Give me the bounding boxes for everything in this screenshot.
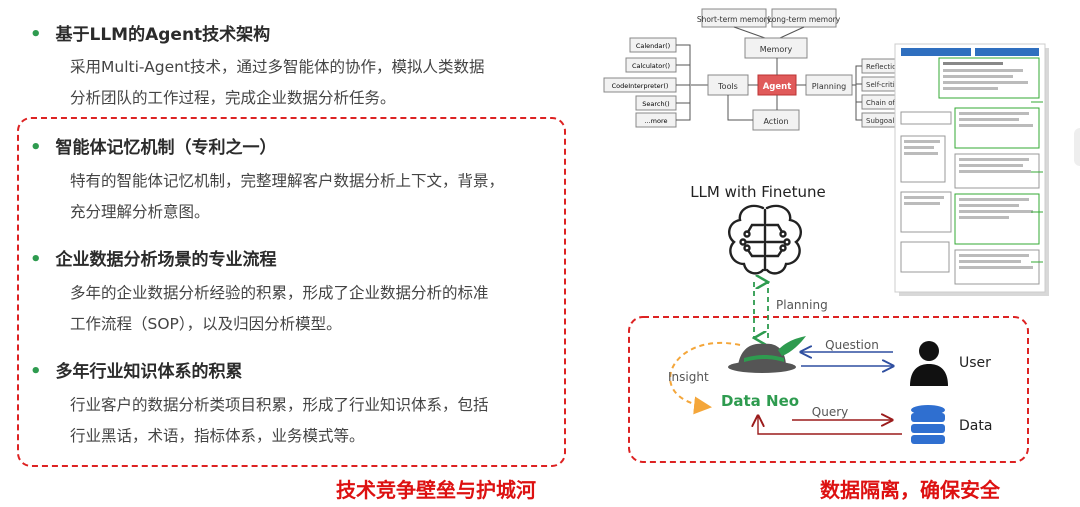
question-label: Question (825, 338, 879, 352)
data-neo-flow-diagram: LLM with Finetune Planning Insight Data … (628, 183, 1029, 463)
tool-more-label: ...more (644, 117, 667, 125)
data-neo-brand: Data Neo (721, 392, 799, 410)
planning-flow-label: Planning (776, 298, 828, 312)
bullet-3-desc: 多年的企业数据分析经验的积累，形成了企业数据分析的标准 工作流程（SOP），以及… (70, 284, 489, 333)
tool-codeinterpreter-label: CodeInterpreter() (612, 82, 669, 90)
bullet-2-desc: 特有的智能体记忆机制，完整理解客户数据分析上下文，背景， 充分理解分析意图。 (70, 172, 505, 221)
memory-label: Memory (760, 45, 793, 54)
edge-decoration (1074, 128, 1080, 166)
tools-label: Tools (717, 82, 738, 91)
llm-finetune-title: LLM with Finetune (690, 183, 826, 201)
isolation-tagline: 数据隔离，确保安全 (820, 478, 1000, 502)
bullet-dot-icon: • (30, 249, 42, 270)
moat-tagline: 技术竞争壁垒与护城河 (336, 478, 536, 502)
bullet-dot-icon: • (30, 24, 42, 45)
bullet-1-title: •基于LLM的Agent技术架构 (30, 24, 271, 45)
tool-calendar-label: Calendar() (636, 42, 670, 50)
tool-calculator-label: Calculator() (632, 62, 670, 70)
bullet-2-title: •智能体记忆机制（专利之一） (30, 137, 277, 158)
planning-node-label: Planning (812, 82, 846, 91)
insight-label: Insight (668, 370, 709, 384)
action-label: Action (763, 117, 788, 126)
insight-loop-arrow (669, 342, 741, 415)
planning-selfcritics-label: Self-critics (866, 81, 903, 89)
query-result-arrow (758, 416, 902, 435)
data-neo-hat-logo (728, 336, 806, 373)
short-term-memory-label: Short-term memory (697, 15, 772, 24)
agent-architecture-diagram: Short-term memory Long-term memory Memor… (603, 8, 948, 131)
bullet-1-desc: 采用Multi-Agent技术，通过多智能体的协作，模拟人类数据 分析团队的工作… (70, 58, 485, 107)
bullet-3-title: •企业数据分析场景的专业流程 (30, 249, 277, 270)
workflow-document-thumbnail (894, 43, 1049, 296)
brain-icon (728, 204, 802, 275)
tool-search-label: Search() (642, 100, 669, 108)
query-label: Query (812, 405, 848, 419)
memory-node (744, 37, 808, 59)
moat-dashed-box (17, 117, 566, 467)
isolation-dashed-box (628, 316, 1029, 463)
user-label: User (959, 355, 991, 371)
user-icon (910, 341, 948, 386)
database-icon (911, 405, 945, 444)
bullet-dot-icon: • (30, 361, 42, 382)
bullet-4-title: •多年行业知识体系的积累 (30, 361, 243, 382)
bullet-4-desc: 行业客户的数据分析类项目积累，形成了行业知识体系，包括 行业黑话，术语，指标体系… (70, 396, 489, 445)
bullet-dot-icon: • (30, 137, 42, 158)
long-term-memory-label: Long-term memory (768, 15, 841, 24)
agent-label: Agent (763, 82, 792, 92)
planning-reflection-label: Reflection (866, 63, 901, 71)
data-label: Data (959, 418, 992, 434)
